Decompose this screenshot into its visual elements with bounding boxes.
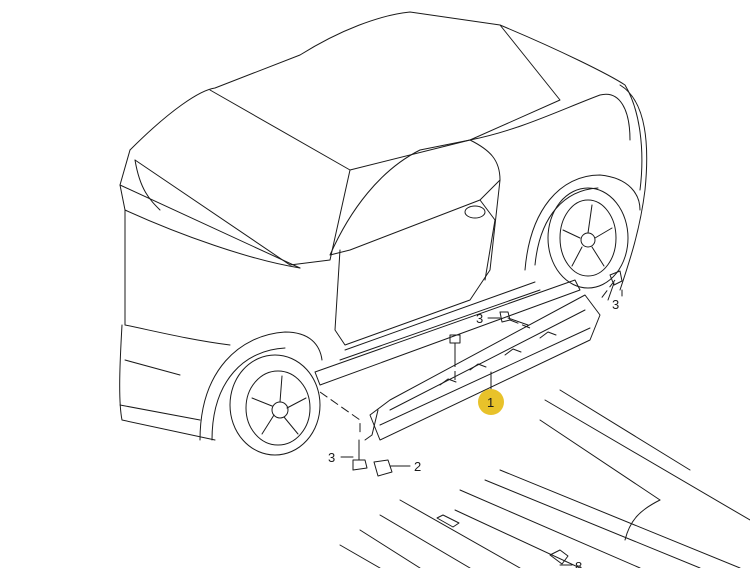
callout-leaders <box>340 289 623 566</box>
floor-pan-outline <box>339 389 750 568</box>
callout-3-rear[interactable]: 3 <box>612 297 619 312</box>
fasteners <box>352 270 623 477</box>
dashed-leader-lines <box>319 279 616 435</box>
callout-1-sill-panel[interactable]: 1 <box>487 395 494 410</box>
callout-2-clip[interactable]: 2 <box>414 459 421 474</box>
callout-1-highlight[interactable] <box>478 389 504 415</box>
sill-panel-drawing <box>314 279 601 441</box>
callout-3-mid[interactable]: 3 <box>476 311 483 326</box>
car-body-outline <box>119 11 648 456</box>
callout-3-front[interactable]: 3 <box>328 450 335 465</box>
callout-8-floor[interactable]: 8 <box>575 559 582 568</box>
